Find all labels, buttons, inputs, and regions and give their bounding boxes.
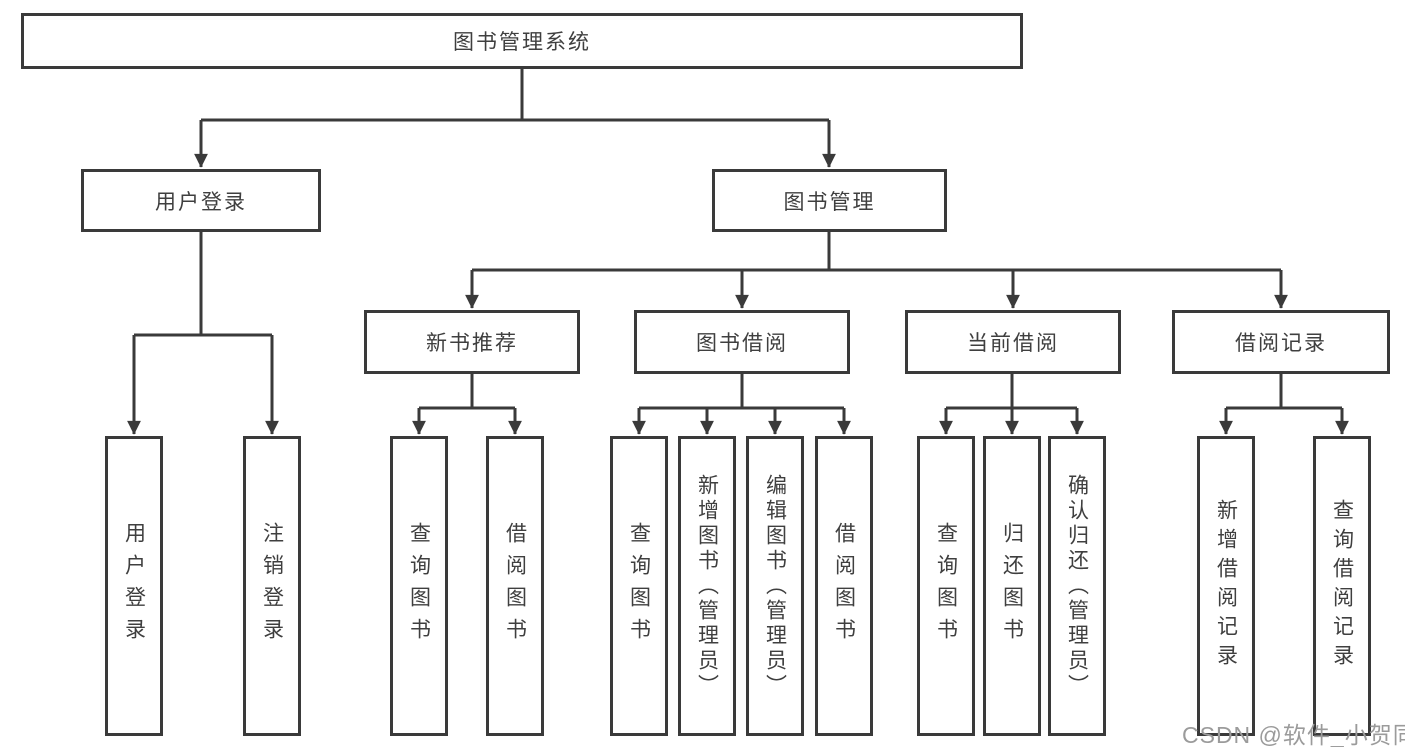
node-label: 查询图书 <box>627 522 651 650</box>
node-label: 图书管理系统 <box>453 31 591 54</box>
node-label: 新增借阅记录 <box>1214 499 1238 673</box>
node-label: 查询借阅记录 <box>1330 499 1354 673</box>
node-label: 借阅图书 <box>503 522 527 650</box>
node-label: 确认归还（管理员） <box>1065 473 1089 699</box>
connector-bookmgmt-split <box>472 232 1281 272</box>
node-label: 新书推荐 <box>426 332 518 355</box>
node-leaf-edit-books-admin: 编辑图书（管理员） <box>746 436 804 736</box>
node-label: 注销登录 <box>260 522 284 650</box>
node-leaf-confirm-return-admin: 确认归还（管理员） <box>1048 436 1106 736</box>
connector-root-split <box>201 69 829 122</box>
node-leaf-query-books-3: 查询图书 <box>917 436 975 736</box>
node-leaf-borrow-books-2: 借阅图书 <box>815 436 873 736</box>
node-label: 编辑图书（管理员） <box>763 473 787 699</box>
node-label: 新增图书（管理员） <box>695 473 719 699</box>
node-label: 查询图书 <box>934 522 958 650</box>
node-book-borrow: 图书借阅 <box>634 310 850 374</box>
node-leaf-return-books: 归还图书 <box>983 436 1041 736</box>
node-leaf-logout: 注销登录 <box>243 436 301 736</box>
connector-userlogin-split <box>134 232 272 337</box>
node-borrow-record: 借阅记录 <box>1172 310 1390 374</box>
node-label: 图书管理 <box>783 190 876 214</box>
node-label: 归还图书 <box>1000 522 1024 650</box>
connector-record-split <box>1226 374 1342 410</box>
connector-borrow-split <box>639 374 844 410</box>
csdn-watermark: CSDN @软件_小贺同学 <box>1182 722 1405 747</box>
node-current-borrow: 当前借阅 <box>905 310 1121 374</box>
node-leaf-add-borrow-record: 新增借阅记录 <box>1197 436 1255 736</box>
connector-current-split <box>946 374 1077 410</box>
node-user-login: 用户登录 <box>81 169 321 232</box>
node-leaf-user-login: 用户登录 <box>105 436 163 736</box>
node-label: 当前借阅 <box>967 332 1059 355</box>
node-label: 用户登录 <box>155 190 247 214</box>
node-new-book-recommend: 新书推荐 <box>364 310 580 374</box>
node-label: 图书借阅 <box>696 332 788 355</box>
node-leaf-query-books-2: 查询图书 <box>610 436 668 736</box>
node-leaf-query-books-1: 查询图书 <box>390 436 448 736</box>
node-label: 借阅记录 <box>1235 332 1327 355</box>
connector-newbook-split <box>419 374 515 410</box>
node-label: 借阅图书 <box>832 522 856 650</box>
node-leaf-add-books-admin: 新增图书（管理员） <box>678 436 736 736</box>
node-label: 用户登录 <box>122 522 146 650</box>
node-book-management: 图书管理 <box>712 169 947 232</box>
node-leaf-borrow-books-1: 借阅图书 <box>486 436 544 736</box>
node-library-system: 图书管理系统 <box>21 13 1023 69</box>
node-label: 查询图书 <box>407 522 431 650</box>
node-leaf-query-borrow-record: 查询借阅记录 <box>1313 436 1371 736</box>
